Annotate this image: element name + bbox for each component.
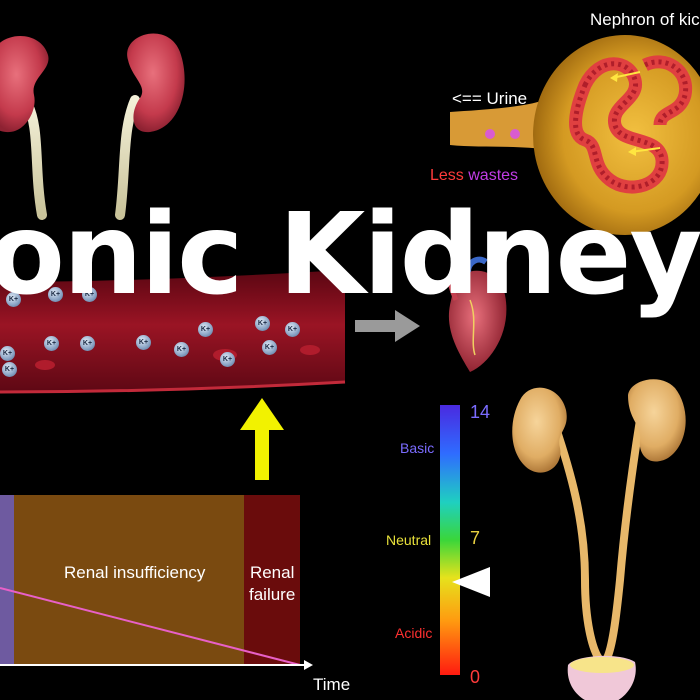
potassium-ion: K+ — [198, 322, 213, 337]
potassium-ion: K+ — [6, 292, 21, 307]
potassium-ion: K+ — [2, 362, 17, 377]
renal-insufficiency-label: Renal insufficiency — [64, 563, 206, 582]
less-wastes-label: Less wastes — [430, 167, 518, 185]
kidney-right — [127, 33, 185, 133]
urine-label: <== Urine — [452, 89, 528, 108]
page-title: onic Kidney Dis — [0, 190, 700, 320]
ph-value-14: 14 — [470, 402, 491, 422]
potassium-ion: K+ — [285, 322, 300, 337]
ureter-right — [115, 95, 140, 220]
renal-failure-line1: Renal — [249, 563, 295, 582]
urine-tube — [450, 100, 548, 150]
potassium-ion: K+ — [48, 287, 63, 302]
kidney-pair-top-left — [0, 33, 185, 220]
early-stage-band — [0, 495, 14, 665]
ph-gradient-bar — [440, 405, 460, 675]
waste-particle — [485, 129, 495, 139]
potassium-ion: K+ — [174, 342, 189, 357]
urinary-system-right — [512, 379, 686, 700]
potassium-ion: K+ — [220, 352, 235, 367]
potassium-ion: K+ — [136, 335, 151, 350]
waste-particle — [510, 129, 520, 139]
kidney-left — [0, 36, 49, 132]
heart-icon — [447, 256, 507, 372]
potassium-ion: K+ — [262, 340, 277, 355]
potassium-ion: K+ — [255, 316, 270, 331]
ph-scale — [440, 405, 490, 675]
nephron-title: Nephron of kic — [590, 10, 700, 29]
wastes-word: wastes — [468, 167, 519, 184]
ph-value-0: 0 — [470, 667, 481, 687]
ph-acidic-label: Acidic — [395, 625, 433, 641]
ph-value-7: 7 — [470, 528, 481, 548]
potassium-ion: K+ — [80, 336, 95, 351]
yellow-up-arrow-icon — [240, 398, 284, 480]
ureter-right — [602, 419, 644, 663]
gray-arrow-icon — [355, 310, 420, 342]
potassium-ion: K+ — [82, 287, 97, 302]
insufficiency-band — [14, 495, 244, 665]
potassium-ion: K+ — [44, 336, 59, 351]
kidney-left — [512, 387, 567, 473]
ph-neutral-label: Neutral — [386, 532, 432, 548]
time-axis-label: Time — [313, 675, 351, 694]
renal-failure-line2: failure — [249, 585, 296, 604]
less-word: Less — [430, 167, 464, 184]
nephron-illustration — [450, 35, 700, 235]
function-line — [0, 587, 301, 666]
failure-band — [244, 495, 300, 665]
progression-chart — [0, 495, 313, 670]
ph-indicator-icon — [452, 567, 490, 597]
renal-failure-label: Renal failure — [249, 562, 295, 606]
kidney-right — [628, 379, 686, 462]
ureter-left — [551, 423, 604, 663]
ph-basic-label: Basic — [400, 440, 435, 456]
potassium-ion: K+ — [0, 346, 15, 361]
